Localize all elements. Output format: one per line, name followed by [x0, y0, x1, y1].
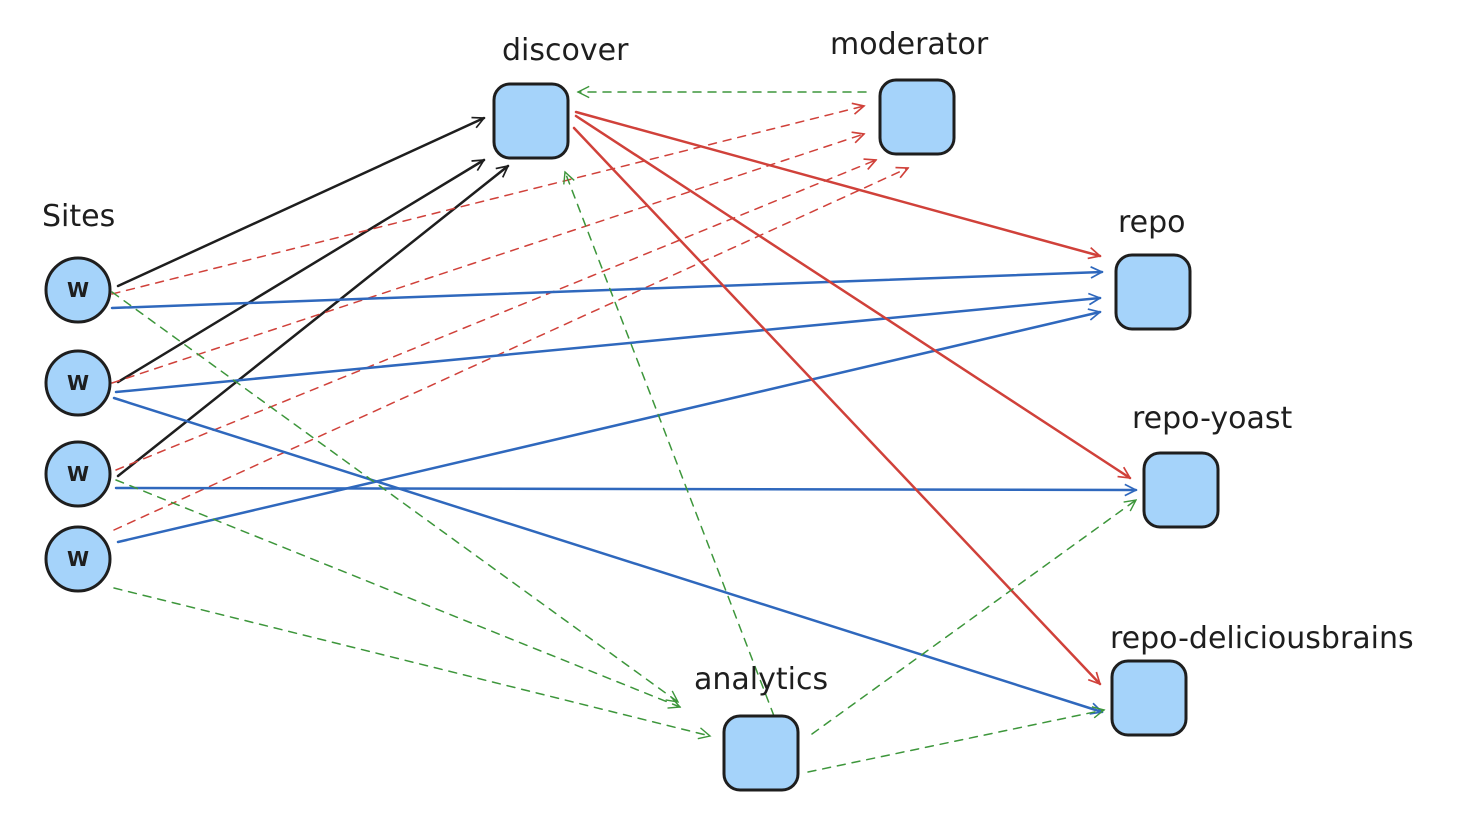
node-box: [1114, 253, 1192, 331]
node-discover[interactable]: discover: [492, 33, 629, 160]
edge-site2-to-discover: [116, 158, 484, 384]
site-node-2[interactable]: W: [44, 349, 112, 417]
site-glyph: W: [67, 371, 89, 395]
edge-site1-to-moderator: [111, 106, 864, 295]
edge-site4-to-moderator: [113, 168, 908, 531]
edge-site1-to-analytics: [111, 291, 678, 702]
node-label-repo-yoast: repo-yoast: [1132, 401, 1293, 436]
node-label-analytics: analytics: [694, 662, 828, 697]
node-label-repo: repo: [1118, 205, 1186, 240]
wordpress-icon: [44, 525, 112, 593]
edge-site3-to-repo-yoast: [114, 488, 1136, 490]
node-label-moderator: moderator: [830, 27, 989, 62]
edge-site2-to-moderator: [111, 134, 864, 384]
node-label-repo-deliciousbrains: repo-deliciousbrains: [1110, 621, 1414, 656]
edge-analytics-to-repo-yoast: [811, 500, 1136, 735]
edge-discover-to-repo-deliciousbrains: [572, 126, 1100, 684]
node-repo-deliciousbrains[interactable]: repo-deliciousbrains: [1110, 621, 1414, 737]
wordpress-icon: [44, 256, 112, 324]
edge-analytics-to-repo-deliciousbrains: [807, 710, 1104, 773]
edge-discover-to-repo-yoast: [574, 114, 1130, 480]
node-box: [492, 82, 570, 160]
edge-site1-to-repo: [110, 272, 1102, 310]
edge-site2-to-repo-deliciousbrains: [112, 396, 1102, 712]
edge-site2-to-repo: [114, 298, 1100, 394]
edge-discover-to-repo: [574, 110, 1100, 256]
site-glyph: W: [67, 547, 89, 571]
node-label-discover: discover: [502, 33, 629, 68]
node-box: [878, 78, 956, 156]
wordpress-icon: [44, 440, 112, 508]
wordpress-icon: [44, 349, 112, 417]
node-repo[interactable]: repo: [1114, 205, 1192, 331]
edge-site1-to-discover: [116, 118, 484, 288]
site-node-1[interactable]: W: [44, 256, 112, 324]
edge-analytics-to-discover: [565, 172, 775, 717]
node-moderator[interactable]: moderator: [830, 27, 989, 156]
node-box: [1110, 659, 1188, 737]
site-node-3[interactable]: W: [44, 440, 112, 508]
edge-site3-to-analytics: [115, 479, 680, 707]
edge-site3-to-discover: [116, 164, 508, 478]
edge-site4-to-analytics: [113, 587, 710, 736]
node-box: [1142, 451, 1220, 529]
site-node-4[interactable]: W: [44, 525, 112, 593]
node-analytics[interactable]: analytics: [694, 662, 828, 792]
edges-layer: [110, 92, 1136, 773]
node-box: [722, 714, 800, 792]
edge-site4-to-repo: [116, 312, 1100, 544]
edge-site3-to-moderator: [115, 160, 876, 471]
site-glyph: W: [67, 278, 89, 302]
sites-group-label: Sites: [42, 199, 115, 234]
node-repo-yoast[interactable]: repo-yoast: [1132, 401, 1293, 529]
site-glyph: W: [67, 462, 89, 486]
